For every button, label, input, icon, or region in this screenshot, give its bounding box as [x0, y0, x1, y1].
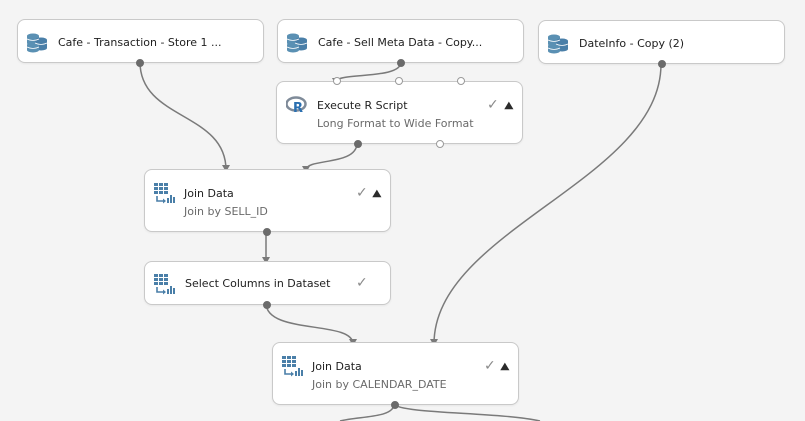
input-port[interactable] [395, 77, 403, 85]
table-module-icon [281, 355, 305, 381]
output-port[interactable] [263, 228, 271, 236]
node-title: Cafe - Sell Meta Data - Copy... [318, 36, 483, 49]
table-module-icon [153, 182, 177, 208]
r-logo-icon: R [285, 96, 308, 118]
input-port[interactable] [333, 77, 341, 85]
database-icon [25, 32, 49, 58]
chevron-up-icon[interactable]: ▲ [372, 188, 382, 199]
chevron-up-icon[interactable]: ▲ [500, 361, 510, 372]
output-port[interactable] [263, 301, 271, 309]
node-title: DateInfo - Copy (2) [579, 37, 685, 50]
node-title: Join Data [312, 360, 362, 373]
checkmark-icon: ✓ [487, 97, 499, 113]
checkmark-icon: ✓ [356, 275, 368, 291]
node-join-data-sell-id[interactable]: Join Data Join by SELL_ID ✓ ▲ [144, 169, 391, 236]
svg-text:R: R [293, 101, 303, 114]
node-title: Select Columns in Dataset [185, 277, 331, 290]
node-cafe-transaction[interactable]: Cafe - Transaction - Store 1 ... [17, 19, 264, 67]
node-subtitle: Join by CALENDAR_DATE [312, 378, 447, 391]
chevron-up-icon[interactable]: ▲ [504, 100, 514, 111]
node-subtitle: Join by SELL_ID [184, 205, 268, 218]
database-icon [285, 32, 309, 58]
node-title: Join Data [184, 187, 234, 200]
output-port[interactable] [397, 59, 405, 67]
wire-dateinfo-to-join2 [433, 63, 662, 345]
input-port[interactable] [457, 77, 465, 85]
output-port[interactable] [354, 140, 362, 148]
wire-transaction-to-join1 [139, 61, 227, 171]
checkmark-icon: ✓ [484, 358, 496, 374]
database-icon [546, 33, 570, 59]
node-execute-r-script[interactable]: R Execute R Script Long Format to Wide F… [276, 77, 523, 148]
node-subtitle: Long Format to Wide Format [317, 117, 474, 130]
node-title: Execute R Script [317, 99, 408, 112]
wire-arrow [222, 165, 230, 172]
wire-select-to-join2 [265, 302, 354, 345]
output-port[interactable] [391, 401, 399, 409]
wire-arrow [262, 257, 270, 264]
node-join-data-calendar-date[interactable]: Join Data Join by CALENDAR_DATE ✓ ▲ [272, 342, 519, 409]
wire-join2-out-right [393, 403, 541, 421]
output-port-2[interactable] [436, 140, 444, 148]
table-module-icon [153, 273, 177, 299]
node-dateinfo[interactable]: DateInfo - Copy (2) [538, 20, 785, 68]
wire-join2-out-left [339, 403, 395, 421]
node-cafe-sell-meta-data[interactable]: Cafe - Sell Meta Data - Copy... [277, 19, 524, 67]
wire-sellmeta-to-r [335, 61, 402, 83]
node-select-columns[interactable]: Select Columns in Dataset ✓ [144, 261, 391, 309]
wire-r-to-join1 [305, 142, 358, 171]
checkmark-icon: ✓ [356, 185, 368, 201]
output-port[interactable] [658, 60, 666, 68]
node-title: Cafe - Transaction - Store 1 ... [58, 36, 222, 49]
output-port[interactable] [136, 59, 144, 67]
